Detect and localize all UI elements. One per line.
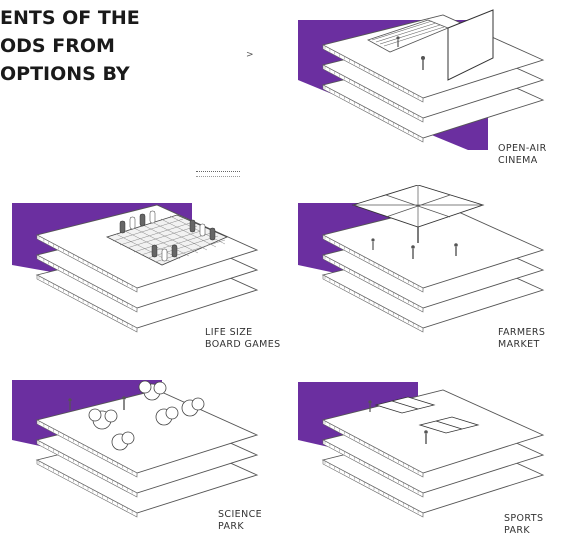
- stray-arrow-mark: >: [246, 50, 254, 60]
- page-heading: ENTS OF THE ODS FROM OPTIONS BY: [0, 4, 140, 88]
- panel-open-air-cinema: OPEN-AIR CINEMA: [298, 0, 564, 170]
- heading-line-2: ODS FROM: [0, 35, 115, 57]
- heading-line-1: ENTS OF THE: [0, 7, 140, 29]
- chess-pieces: [119, 210, 216, 262]
- heading-line-3: OPTIONS BY: [0, 63, 130, 85]
- ping-pong-tables: [374, 396, 480, 434]
- panel-sports-park: SPORTS PARK: [298, 370, 564, 540]
- people-figures: [371, 238, 458, 259]
- caption-farmers-market: FARMERS MARKET: [498, 327, 545, 351]
- caption-line: LIFE SIZE: [205, 327, 253, 338]
- caption-board-games: LIFE SIZE BOARD GAMES: [205, 327, 281, 351]
- panel-board-games: LIFE SIZE BOARD GAMES: [12, 185, 282, 355]
- sports-park-illustration: [298, 382, 545, 518]
- caption-line: PARK: [504, 525, 531, 536]
- farmers-market-illustration: [298, 185, 545, 333]
- people-figures: [68, 396, 126, 410]
- open-air-cinema-illustration: [298, 9, 545, 150]
- people-figures: [396, 36, 425, 70]
- caption-line: FARMERS: [498, 327, 546, 338]
- market-canopy: [351, 185, 485, 243]
- caption-sports-park: SPORTS PARK: [504, 513, 543, 537]
- cinema-screen: [447, 9, 494, 81]
- panel-science-park: SCIENCE PARK: [12, 370, 282, 540]
- science-park-illustration: [12, 380, 259, 518]
- cropped-label-fragment: [196, 171, 240, 177]
- people-figures: [368, 400, 428, 444]
- caption-open-air-cinema: OPEN-AIR CINEMA: [498, 143, 547, 167]
- caption-line: BOARD GAMES: [205, 339, 281, 350]
- board-games-illustration: [12, 203, 259, 333]
- caption-science-park: SCIENCE PARK: [218, 509, 262, 533]
- caption-line: SCIENCE: [218, 509, 263, 520]
- shrub-clusters: [88, 380, 205, 451]
- caption-line: OPEN-AIR: [498, 143, 547, 154]
- caption-line: CINEMA: [498, 155, 538, 166]
- panel-farmers-market: FARMERS MARKET: [298, 185, 564, 355]
- caption-line: MARKET: [498, 339, 540, 350]
- caption-line: PARK: [218, 521, 245, 532]
- caption-line: SPORTS: [504, 513, 544, 524]
